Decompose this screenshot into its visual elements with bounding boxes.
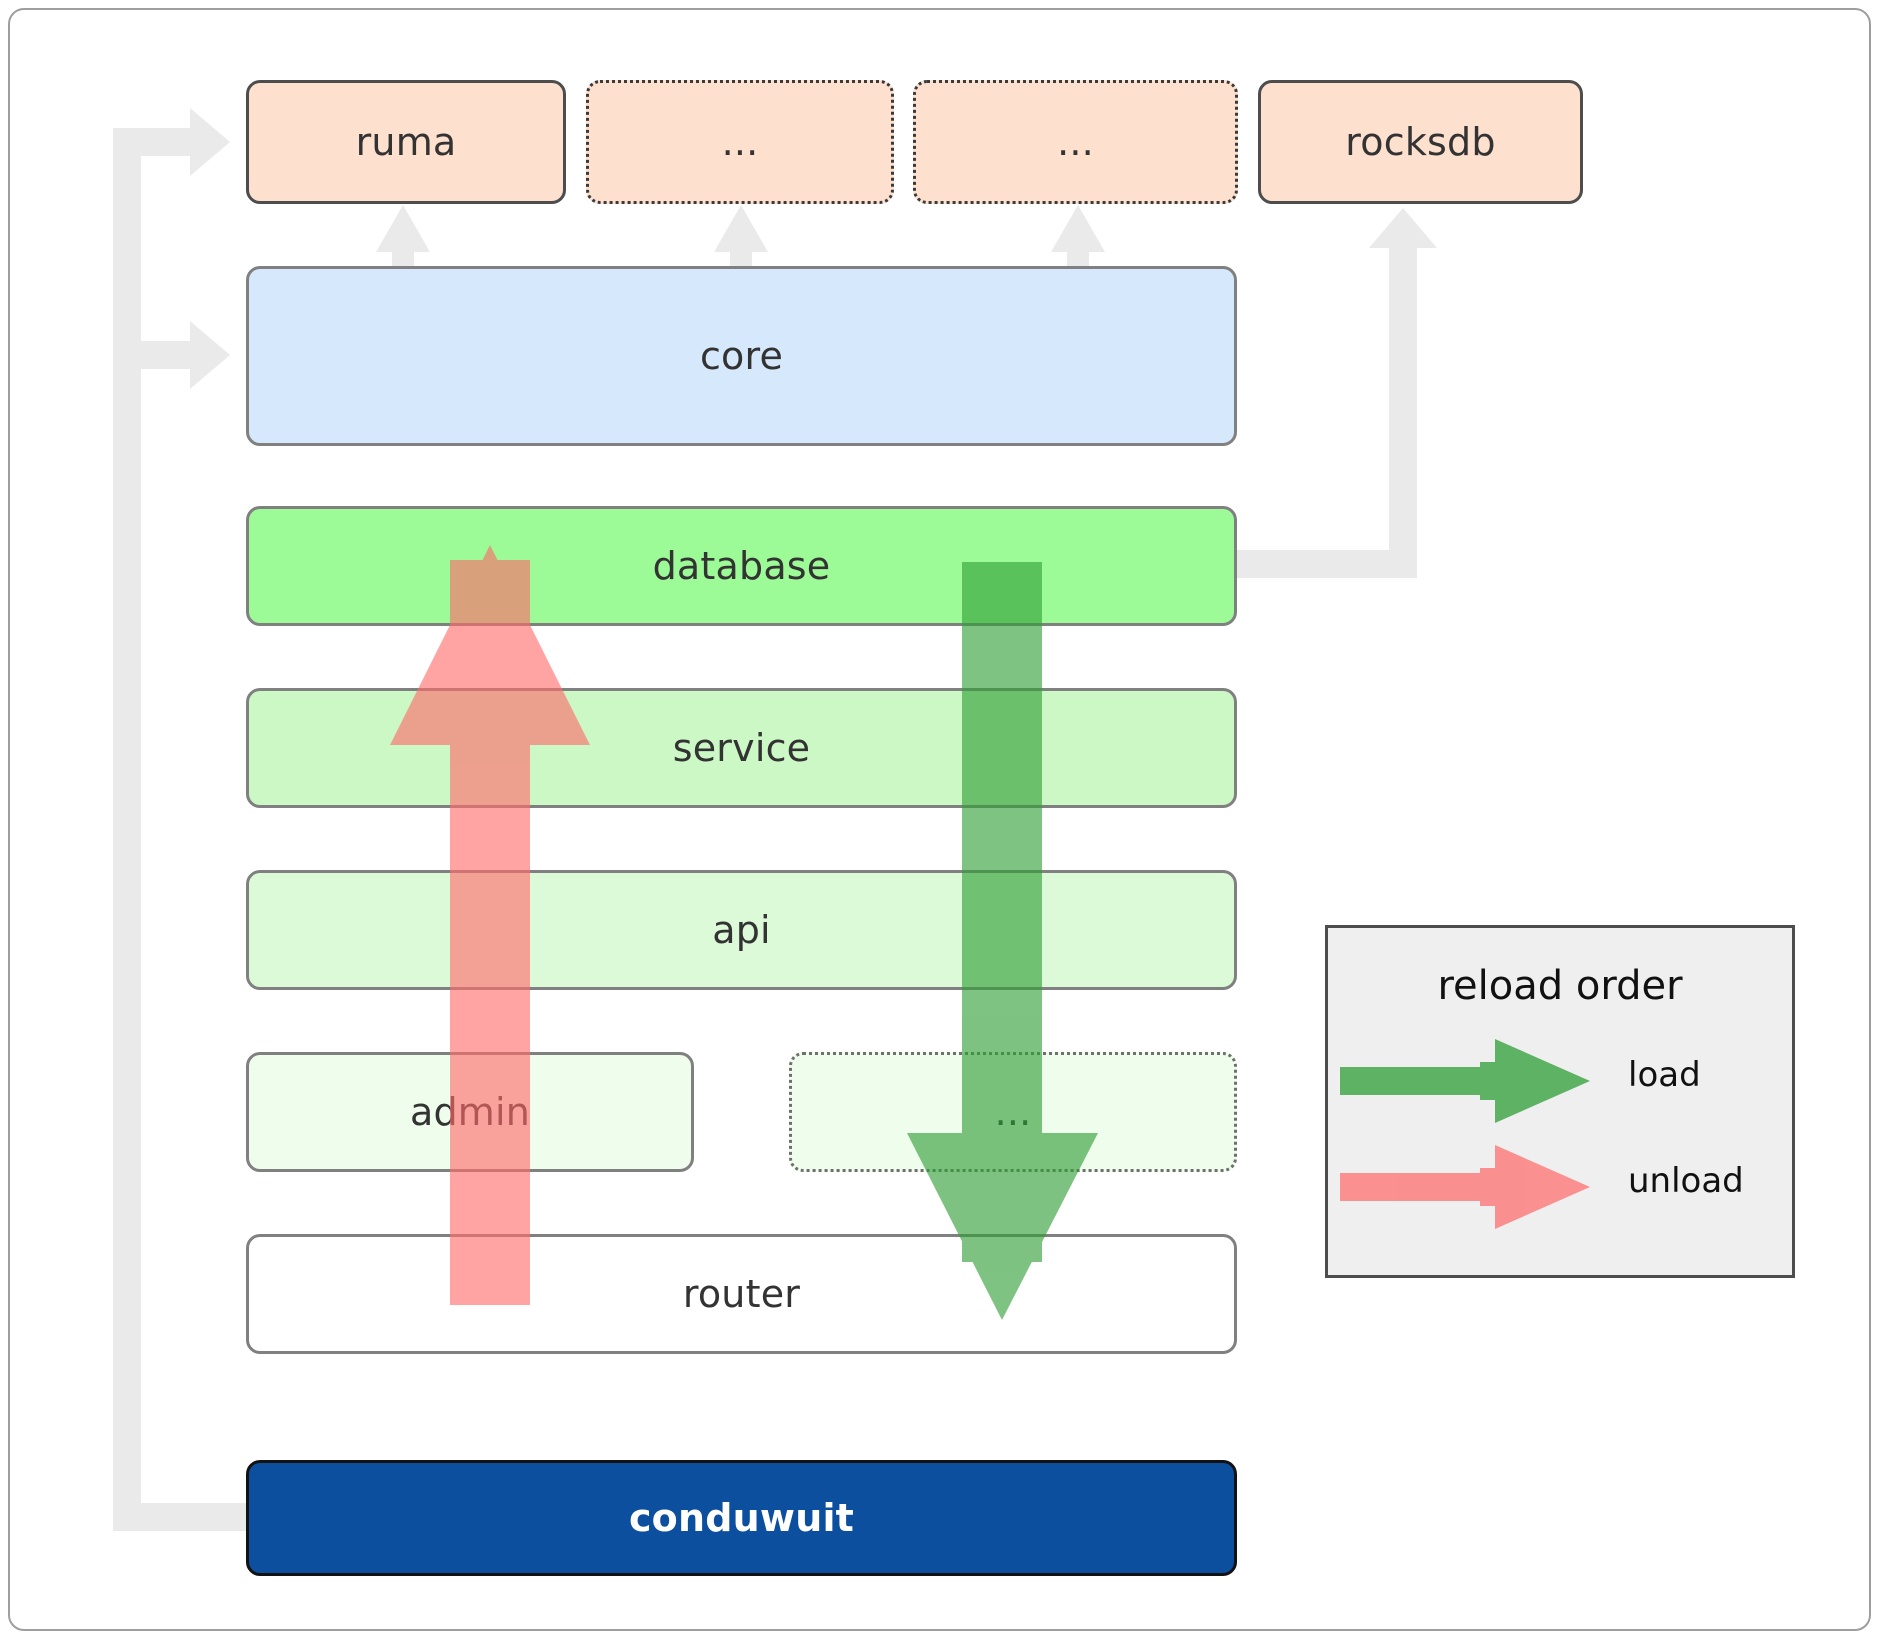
connector-database-rail-bottom [1237, 550, 1417, 578]
connector-right-rail [1389, 248, 1417, 550]
layer-box-service[interactable]: service [246, 688, 1237, 808]
connector-left-rail [113, 128, 141, 1531]
dependency-label: ... [721, 120, 759, 164]
dependency-box-rocksdb[interactable]: rocksdb [1258, 80, 1583, 204]
layer-label: router [682, 1272, 801, 1316]
dependency-box-ruma[interactable]: ruma [246, 80, 566, 204]
dependency-label: ... [1057, 120, 1094, 164]
legend-unload-arrow-icon [1340, 1145, 1590, 1229]
layer-label: database [652, 544, 831, 588]
layer-box-router[interactable]: router [246, 1234, 1237, 1354]
layer-label: ... [994, 1090, 1032, 1134]
legend-load-arrow-icon [1340, 1039, 1590, 1123]
dependency-label: rocksdb [1345, 120, 1496, 164]
legend-unload-label: unload [1628, 1161, 1744, 1201]
diagram-frame [8, 8, 1871, 1631]
dependency-box-ellipsis-1[interactable]: ... [586, 80, 894, 204]
layer-box-admin[interactable]: admin [246, 1052, 694, 1172]
binary-label: conduwuit [628, 1496, 855, 1540]
connector-arrow-to-core [190, 321, 230, 389]
connector-arrow-to-rocksdb [1369, 208, 1437, 248]
legend-panel: reload order load unload [1325, 925, 1795, 1278]
layer-box-ellipsis[interactable]: ... [789, 1052, 1237, 1172]
connector-arrow-to-ruma [190, 108, 230, 176]
dependency-box-ellipsis-2[interactable]: ... [913, 80, 1238, 204]
layer-label: api [712, 908, 771, 952]
layer-box-core[interactable]: core [246, 266, 1237, 446]
connector-rail-to-core-stub [113, 341, 153, 369]
legend-load-label: load [1628, 1055, 1701, 1095]
binary-box-conduwuit[interactable]: conduwuit [246, 1460, 1237, 1576]
dependency-label: ruma [355, 120, 457, 164]
layer-label: service [672, 726, 811, 770]
layer-label: core [699, 334, 784, 378]
connector-rail-to-ruma [113, 128, 190, 156]
layer-box-api[interactable]: api [246, 870, 1237, 990]
legend-title: reload order [1437, 963, 1683, 1009]
layer-label: admin [409, 1090, 531, 1134]
layer-box-database[interactable]: database [246, 506, 1237, 626]
